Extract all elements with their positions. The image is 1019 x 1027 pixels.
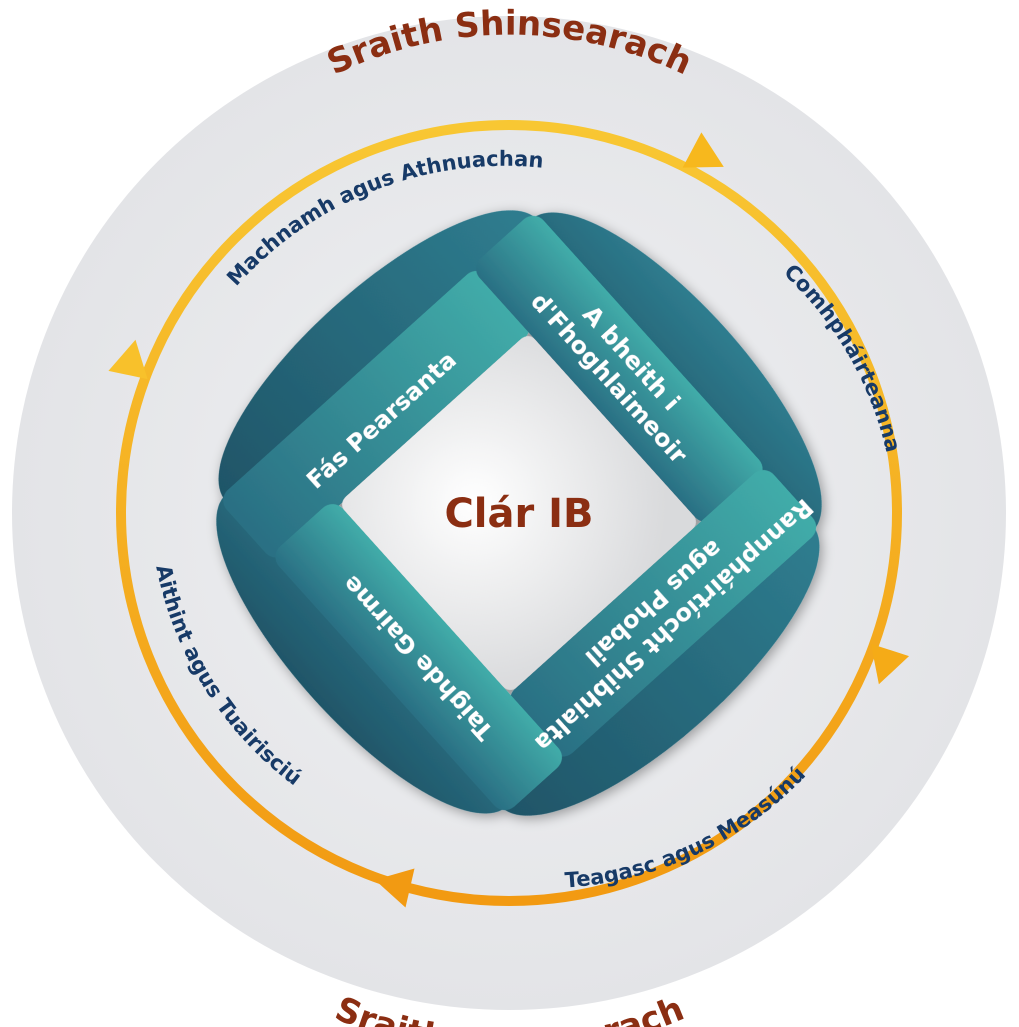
arrow-head-icon xyxy=(108,339,148,380)
band-personal-growth xyxy=(223,270,530,558)
arrow-head-icon xyxy=(682,132,724,168)
core-bands: Fás Pearsanta A bheith i d'Fhoghlaimeoir… xyxy=(216,210,822,816)
band-being-a-learner xyxy=(476,215,763,522)
cycle-arrows xyxy=(108,132,910,908)
band-career-research xyxy=(275,504,562,811)
core-square xyxy=(342,336,696,690)
arrow-head-icon xyxy=(870,643,910,685)
arrow-head-icon xyxy=(374,868,415,908)
cycle-ring xyxy=(116,120,902,906)
band-civic-community xyxy=(510,470,817,757)
core-label: Clár IB xyxy=(444,491,593,537)
